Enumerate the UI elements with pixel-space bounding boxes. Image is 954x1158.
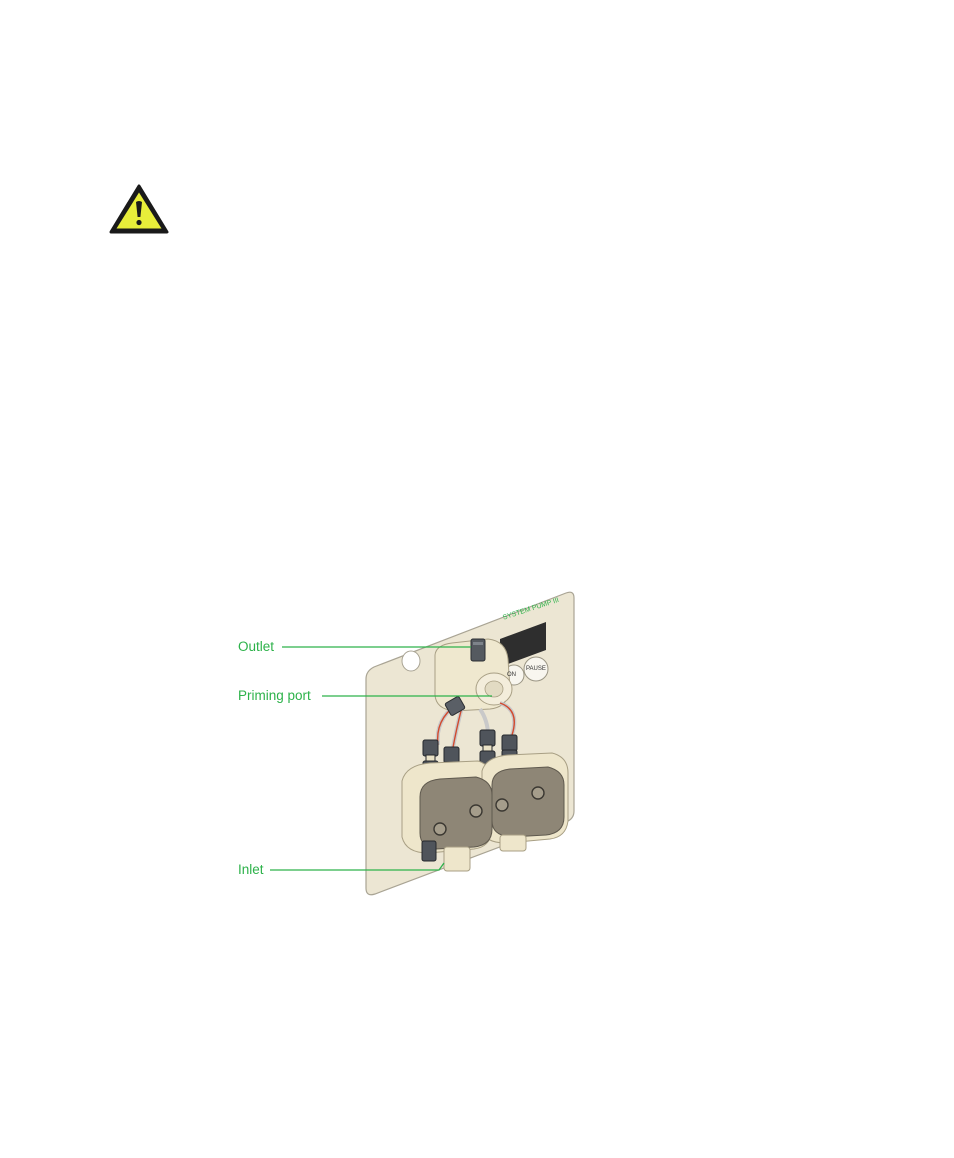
pump-illustration — [230, 585, 590, 905]
pump-diagram: SYSTEM PUMP III ON PAUSE Outlet Priming … — [230, 585, 590, 905]
mounting-hole — [402, 651, 420, 671]
inlet-label: Inlet — [238, 863, 264, 877]
warning-triangle-icon — [108, 183, 170, 235]
outlet-label: Outlet — [238, 640, 274, 654]
inlet-fitting — [422, 841, 436, 861]
priming-port-label: Priming port — [238, 689, 311, 703]
on-button-label: ON — [507, 672, 516, 678]
pause-button-label: PAUSE — [526, 666, 546, 672]
